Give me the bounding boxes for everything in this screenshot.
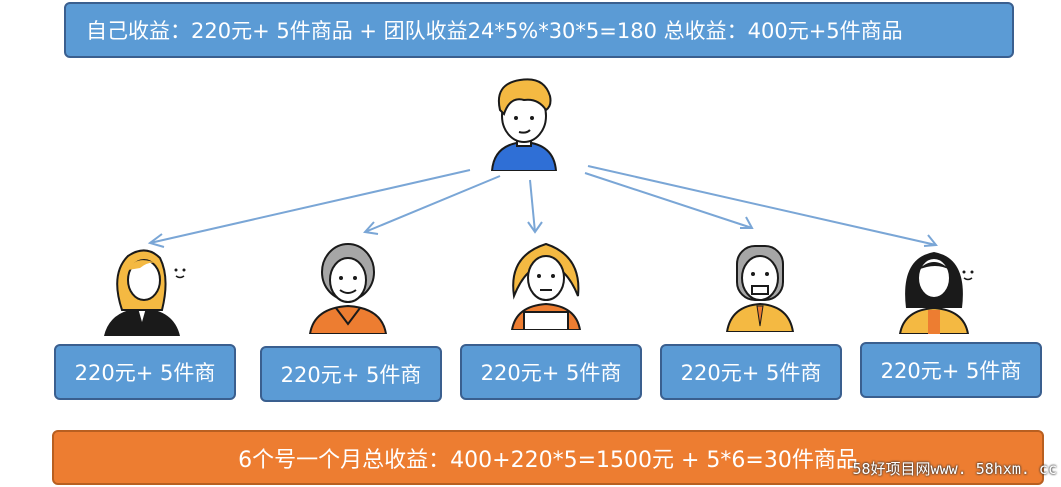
arrow-to-member-1: [150, 170, 470, 243]
member-2-label: 220元+ 5件商: [281, 359, 422, 389]
member-5-avatar: [896, 244, 980, 334]
member-1-avatar: [100, 244, 192, 336]
member-3-label: 220元+ 5件商: [481, 357, 622, 387]
member-3-avatar: [506, 236, 588, 330]
arrow-to-member-4: [585, 173, 752, 228]
member-4-label: 220元+ 5件商: [681, 357, 822, 387]
watermark: 58好项目网www. 58hxm. cc: [853, 458, 1058, 479]
member-4-box: 220元+ 5件商: [660, 344, 842, 400]
member-2-box: 220元+ 5件商: [260, 346, 442, 402]
member-5-label: 220元+ 5件商: [881, 355, 1022, 385]
member-5-box: 220元+ 5件商: [860, 342, 1042, 398]
arrow-to-member-2: [365, 176, 500, 232]
total-income-text: 6个号一个月总收益：400+220*5=1500元 + 5*6=30件商品: [238, 442, 858, 474]
arrow-to-member-5: [588, 166, 936, 245]
member-2-avatar: [308, 242, 388, 334]
member-1-label: 220元+ 5件商: [75, 357, 216, 387]
member-1-box: 220元+ 5件商: [54, 344, 236, 400]
leader-avatar: [486, 76, 562, 171]
member-4-avatar: [725, 240, 795, 332]
member-3-box: 220元+ 5件商: [460, 344, 642, 400]
